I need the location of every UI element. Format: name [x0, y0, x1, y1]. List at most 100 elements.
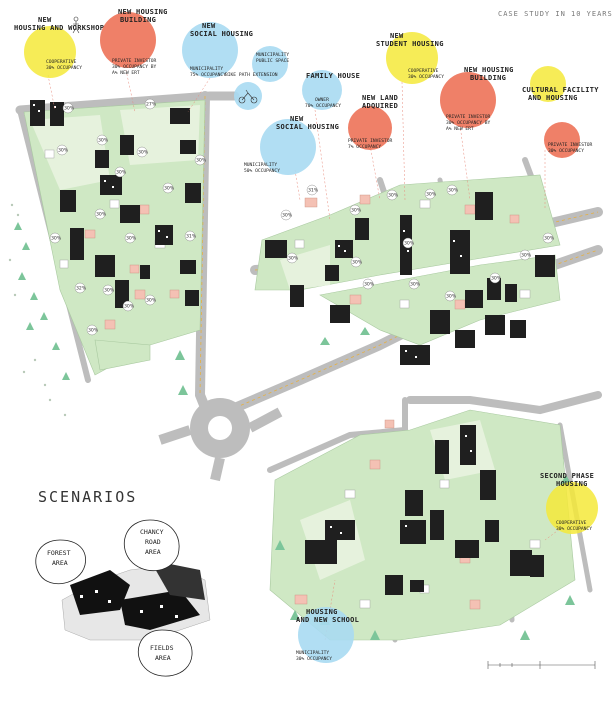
svg-text:FIELDS: FIELDS	[150, 644, 174, 652]
occupancy-tag: 30%	[136, 146, 149, 158]
occupancy-tag-label: 30%	[544, 236, 555, 242]
bubble-new-land: NEW LAND ADQUIRED PRIVATE INVESTOR 7% OC…	[348, 94, 398, 150]
occupancy-tag-label: 30%	[196, 158, 207, 164]
occupancy-tag-label: 30%	[491, 276, 502, 282]
occupancy-tag: 30%	[144, 294, 157, 306]
svg-text:30% OCCUPANCY BY: 30% OCCUPANCY BY	[446, 120, 490, 126]
occupancy-tag-label: 30%	[126, 236, 137, 242]
svg-text:30% OCCUPANCY: 30% OCCUPANCY	[556, 526, 592, 532]
occupancy-tag: 30%	[62, 102, 75, 114]
occupancy-tag: 30%	[446, 184, 459, 196]
occupancy-tag: 30%	[444, 290, 457, 302]
svg-text:50% OCCUPANCY: 50% OCCUPANCY	[244, 168, 280, 174]
svg-text:ADQUIRED: ADQUIRED	[362, 102, 398, 110]
occupancy-tag-label: 27%	[146, 102, 157, 108]
svg-text:HOUSING: HOUSING	[306, 608, 338, 616]
occupancy-tag: 30%	[542, 232, 555, 244]
bubble-social-housing-2: NEW SOCIAL HOUSING MUNICIPALITY 50% OCCU…	[244, 115, 339, 175]
occupancy-tag: 30%	[386, 189, 399, 201]
bubble-social-housing-1: NEW SOCIAL HOUSING MUNICIPALITY 75% OCCU…	[182, 22, 253, 78]
occupancy-tag-label: 30%	[282, 213, 293, 219]
svg-text:ROAD: ROAD	[145, 538, 161, 546]
scenario-fields: FIELDS AREA	[137, 629, 193, 677]
svg-text:SECOND PHASE: SECOND PHASE	[540, 472, 594, 480]
occupancy-tag: 30%	[49, 232, 62, 244]
occupancy-tag-label: 30%	[352, 260, 363, 266]
svg-text:AND HOUSING: AND HOUSING	[528, 94, 578, 102]
new-buildings	[30, 100, 555, 595]
occupancy-tag: 30%	[280, 209, 293, 221]
svg-text:75% OCCUPANCY: 75% OCCUPANCY	[190, 72, 226, 78]
roundabout	[158, 398, 283, 482]
occupancy-tag: 30%	[56, 144, 69, 156]
scenario-forest: FOREST AREA	[35, 539, 86, 584]
existing-houses	[84, 194, 520, 610]
bubble-new-housing-building-1: NEW HOUSING BUILDING PRIVATE INVESTOR 30…	[100, 8, 167, 76]
svg-text:30% OCCUPANCY BY: 30% OCCUPANCY BY	[112, 64, 156, 70]
occupancy-tag-label: 30%	[138, 150, 149, 156]
svg-text:COOPERATIVE: COOPERATIVE	[556, 520, 587, 526]
occupancy-tag-label: 30%	[446, 294, 457, 300]
occupancy-tag: 30%	[96, 134, 109, 146]
occupancy-tag-label: 30%	[64, 106, 75, 112]
occupancy-tag-label: 30%	[124, 304, 135, 310]
svg-text:AREA: AREA	[145, 548, 161, 556]
bubble-student-housing: NEW STUDENT HOUSING COOPERATIVE 30% OCCU…	[376, 32, 444, 84]
svg-text:COOPERATIVE: COOPERATIVE	[408, 68, 439, 74]
occupancy-tag: 30%	[114, 166, 127, 178]
occupancy-tag: 30%	[362, 278, 375, 290]
occupancy-tag: 31%	[306, 184, 319, 196]
occupancy-tag: 30%	[86, 324, 99, 336]
occupancy-tag: 30%	[124, 232, 137, 244]
svg-text:MUNICIPALITY: MUNICIPALITY	[244, 162, 277, 168]
occupancy-tag-label: 30%	[96, 212, 107, 218]
scale-bar	[487, 661, 596, 669]
occupancy-tag-label: 30%	[116, 170, 127, 176]
occupancy-tag: 30%	[350, 256, 363, 268]
bubble-family-house: FAMILY HOUSE OWNER 70% OCCUPANCY	[302, 70, 360, 110]
svg-text:AREA: AREA	[155, 654, 171, 662]
occupancy-tag-label: 31%	[308, 188, 319, 194]
svg-text:70% OCCUPANCY: 70% OCCUPANCY	[305, 103, 341, 109]
occupancy-tag: 32%	[74, 282, 87, 294]
svg-text:NEW: NEW	[290, 115, 304, 123]
occupancy-tag: 30%	[94, 208, 107, 220]
svg-text:AND NEW SCHOOL: AND NEW SCHOOL	[296, 616, 359, 624]
svg-text:CULTURAL FACILITY: CULTURAL FACILITY	[522, 86, 599, 94]
svg-text:7% OCCUPANCY: 7% OCCUPANCY	[348, 144, 381, 150]
occupancy-tag-label: 30%	[404, 241, 415, 247]
svg-text:AREA: AREA	[52, 559, 68, 567]
bicycle-icon	[238, 89, 258, 104]
svg-text:NEW: NEW	[390, 32, 404, 40]
svg-text:BUILDING: BUILDING	[120, 16, 156, 24]
svg-text:PRIVATE INVESTOR: PRIVATE INVESTOR	[348, 138, 392, 144]
scenarios-title: SCENARIOS	[38, 488, 137, 506]
bubble-cultural-facility: CULTURAL FACILITY AND HOUSING PRIVATE IN…	[522, 66, 599, 158]
svg-text:PRIVATE INVESTOR: PRIVATE INVESTOR	[548, 142, 592, 148]
occupancy-tag-label: 30%	[388, 193, 399, 199]
bubble-second-phase: SECOND PHASE HOUSING COOPERATIVE 30% OCC…	[540, 472, 598, 534]
svg-text:30% OCCUPANCY: 30% OCCUPANCY	[46, 65, 82, 71]
svg-text:PUBLIC SPACE: PUBLIC SPACE	[256, 58, 289, 64]
case-study-header: CASE STUDY IN 10 YEARS...	[498, 10, 612, 18]
svg-text:MUNICIPALITY: MUNICIPALITY	[296, 650, 329, 656]
occupancy-tag: 30%	[408, 278, 421, 290]
occupancy-tag: 30%	[402, 237, 415, 249]
svg-text:PRIVATE INVESTOR: PRIVATE INVESTOR	[446, 114, 490, 120]
svg-text:FAMILY HOUSE: FAMILY HOUSE	[306, 72, 360, 80]
svg-text:COOPERATIVE: COOPERATIVE	[46, 59, 77, 65]
occupancy-tag-label: 30%	[58, 148, 69, 154]
occupancy-tag: 30%	[286, 252, 299, 264]
svg-text:30% OCCUPANCY: 30% OCCUPANCY	[296, 656, 332, 662]
svg-text:NEW: NEW	[202, 22, 216, 30]
bubble-housing-school: HOUSING AND NEW SCHOOL MUNICIPALITY 30% …	[296, 607, 359, 663]
occupancy-tag: 31%	[184, 230, 197, 242]
svg-text:FOREST: FOREST	[47, 549, 71, 557]
bubble-public-space: MUNICIPALITY PUBLIC SPACE	[252, 46, 289, 82]
scenarios-map	[61, 560, 211, 641]
svg-text:A% NEW ERT: A% NEW ERT	[446, 126, 474, 132]
occupancy-tag-label: 30%	[521, 253, 532, 259]
svg-text:30% OCCUPANCY: 30% OCCUPANCY	[548, 148, 584, 154]
svg-text:STUDENT HOUSING: STUDENT HOUSING	[376, 40, 444, 48]
